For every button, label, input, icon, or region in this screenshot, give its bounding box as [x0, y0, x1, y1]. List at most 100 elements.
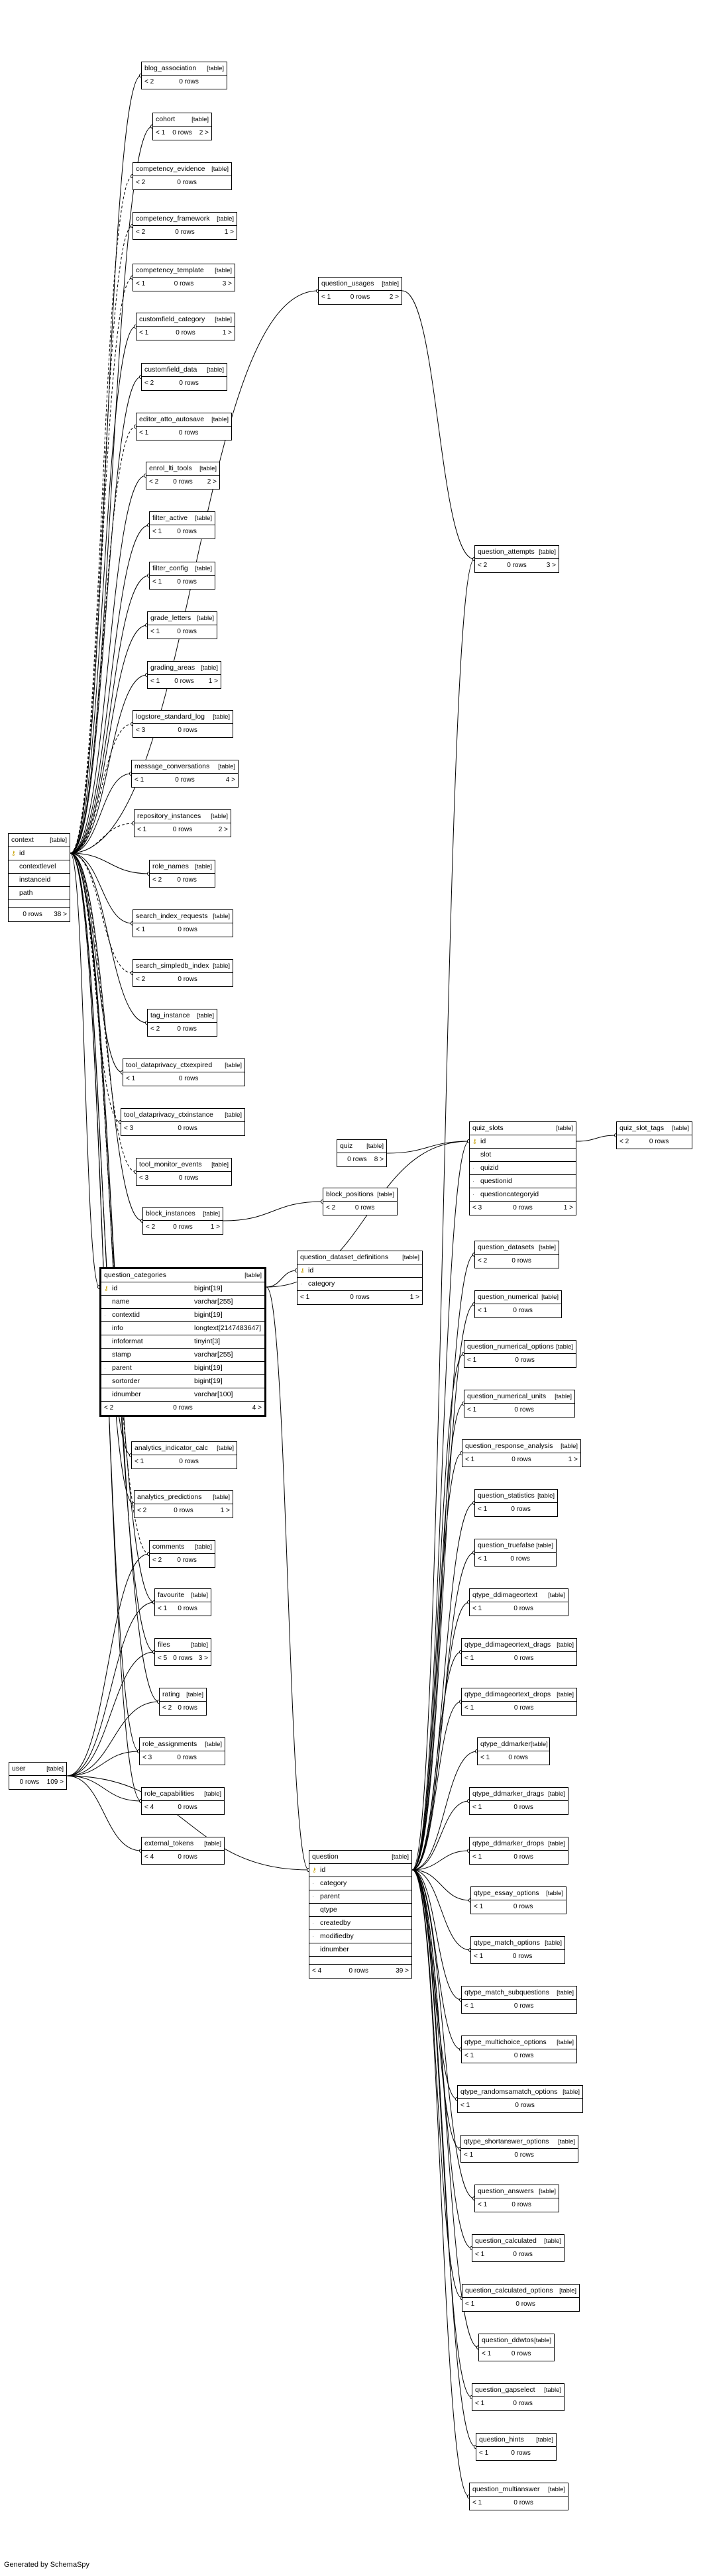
parents-count[interactable]: < 1 [472, 1853, 482, 1861]
parents-count[interactable]: < 1 [482, 2350, 492, 2357]
column-row[interactable]: ·parent [309, 1890, 411, 1904]
table-header[interactable]: cohort[table] [153, 113, 211, 127]
table-header[interactable]: block_instances[table] [143, 1208, 223, 1221]
parents-count[interactable]: < 1 [300, 1294, 310, 1301]
table-header[interactable]: question_multianswer[table] [470, 2483, 568, 2497]
table-header[interactable]: message_conversations[table] [132, 760, 238, 774]
table-header[interactable]: question_statistics[table] [475, 1490, 557, 1503]
column-row[interactable]: contextlevel [9, 860, 70, 874]
parents-count[interactable]: < 1 [474, 1953, 484, 1960]
parents-count[interactable]: < 1 [478, 1506, 488, 1513]
table-header[interactable]: competency_template[table] [133, 264, 235, 278]
parents-count[interactable]: < 3 [142, 1754, 152, 1761]
table-header[interactable]: customfield_data[table] [142, 364, 227, 377]
parents-count[interactable]: < 1 [137, 826, 147, 833]
table-header[interactable]: role_capabilities[table] [142, 1788, 224, 1801]
column-row[interactable]: ·questioncategoryid [470, 1188, 576, 1202]
table-header[interactable]: question_calculated[table] [472, 2235, 564, 2248]
parents-count[interactable]: < 1 [150, 628, 160, 635]
children-count[interactable]: 1 > [222, 329, 232, 336]
parents-count[interactable]: < 2 [146, 1223, 156, 1231]
children-count[interactable]: 1 > [568, 1456, 578, 1463]
column-row[interactable]: slot [470, 1149, 576, 1162]
table-header[interactable]: qtype_ddmarker[table] [478, 1738, 549, 1751]
table-header[interactable]: qtype_randomsamatch_options[table] [458, 2086, 582, 2099]
table-header[interactable]: analytics_indicator_calc[table] [132, 1442, 237, 1455]
table-header[interactable]: qtype_match_subquestions[table] [462, 1986, 576, 2000]
children-count[interactable]: 4 > [225, 776, 235, 784]
parents-count[interactable]: < 2 [144, 380, 154, 387]
parents-count[interactable]: < 2 [137, 1507, 147, 1514]
parents-count[interactable]: < 2 [478, 562, 488, 569]
children-count[interactable]: 39 > [396, 1967, 409, 1975]
children-count[interactable]: 3 > [546, 562, 556, 569]
column-row[interactable]: ·modifiedby [309, 1930, 411, 1943]
children-count[interactable]: 2 > [199, 129, 209, 136]
column-row[interactable]: idnumber [309, 1943, 411, 1957]
table-header[interactable]: search_index_requests[table] [133, 910, 233, 923]
table-header[interactable]: qtype_shortanswer_options[table] [461, 2136, 578, 2149]
table-header[interactable]: qtype_ddimageortext_drags[table] [462, 1639, 576, 1652]
column-row[interactable]: instanceid [9, 874, 70, 887]
parents-count[interactable]: < 1 [464, 2052, 474, 2059]
table-header[interactable]: qtype_ddimageortext[table] [470, 1589, 568, 1602]
parents-count[interactable]: < 2 [104, 1404, 114, 1412]
parents-count[interactable]: < 1 [460, 2102, 470, 2109]
table-header[interactable]: competency_evidence[table] [133, 163, 231, 176]
parents-count[interactable]: < 2 [136, 179, 146, 186]
table-header[interactable]: logstore_standard_log[table] [133, 711, 233, 724]
parents-count[interactable]: < 2 [478, 1257, 488, 1264]
parents-count[interactable]: < 2 [149, 478, 159, 486]
children-count[interactable]: 3 > [198, 1655, 208, 1662]
column-row[interactable]: ·createdby [309, 1917, 411, 1930]
table-header[interactable]: question_gapselect[table] [472, 2384, 564, 2397]
table-header[interactable]: grade_letters[table] [148, 612, 217, 625]
table-header[interactable]: blog_association[table] [142, 62, 227, 76]
parents-count[interactable]: < 1 [139, 429, 149, 437]
table-question-dataset-definitions[interactable]: question_dataset_definitions[table]⚷id·c… [297, 1251, 423, 1305]
column-row[interactable]: ·questionid [470, 1175, 576, 1188]
table-header[interactable]: block_positions[table] [323, 1188, 397, 1202]
table-header[interactable]: question_usages[table] [319, 278, 402, 291]
column-row[interactable]: ·quizid [470, 1162, 576, 1175]
column-row[interactable]: ⚷id [9, 847, 70, 860]
table-header[interactable]: comments[table] [150, 1541, 215, 1554]
table-header[interactable]: analytics_predictions[table] [135, 1491, 233, 1504]
parents-count[interactable]: < 2 [620, 1138, 629, 1145]
table-header[interactable]: quiz_slots[table] [470, 1122, 576, 1135]
table-header[interactable]: question_numerical_units[table] [464, 1390, 574, 1404]
table-header[interactable]: qtype_ddmarker_drops[table] [470, 1837, 568, 1851]
